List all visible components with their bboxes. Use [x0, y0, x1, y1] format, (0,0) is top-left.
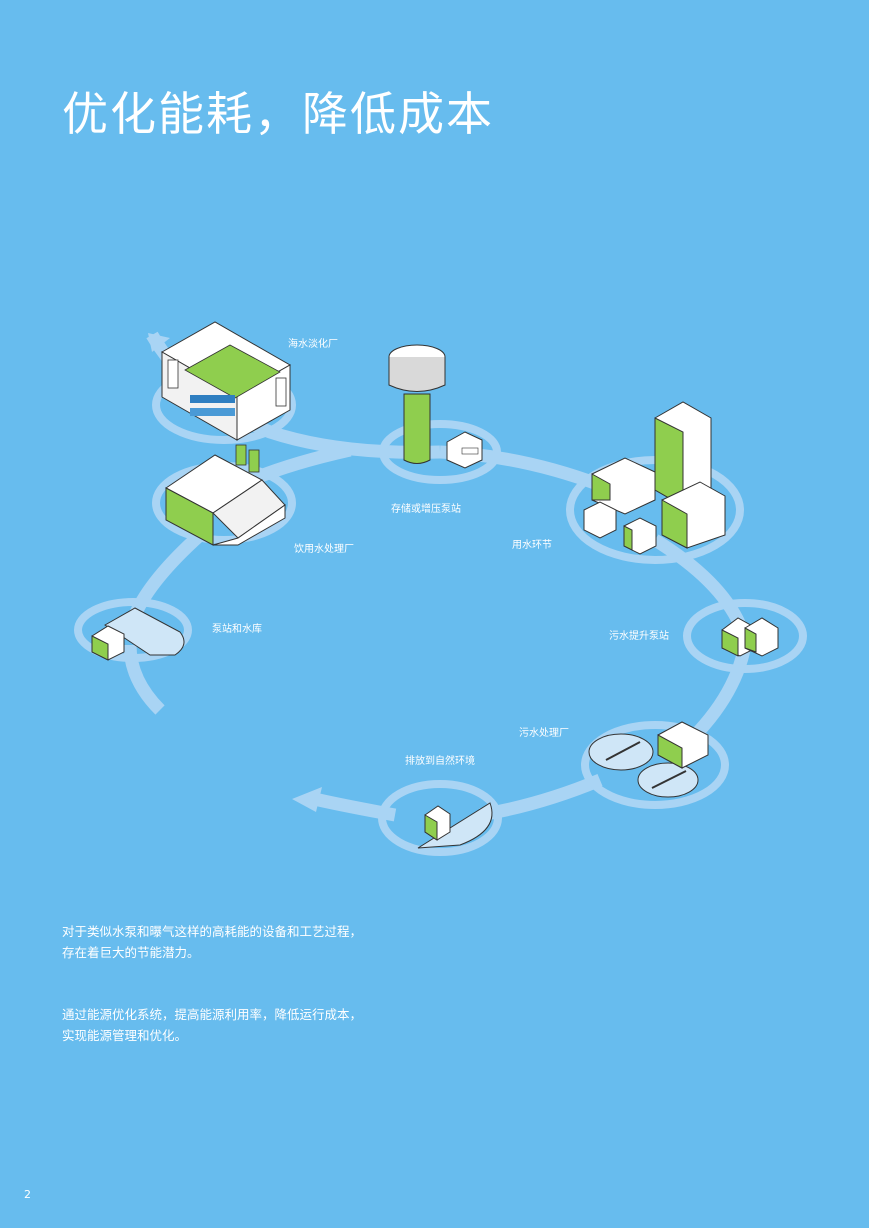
label-discharge: 排放到自然环境	[405, 754, 475, 767]
paragraph-energy-potential: 对于类似水泵和曝气这样的高耗能的设备和工艺过程，存在着巨大的节能潜力。	[62, 924, 363, 960]
label-sewage-treatment: 污水处理厂	[519, 727, 569, 739]
paragraph-energy-optimization: 通过能源优化系统，提高能源利用率，降低运行成本，实现能源管理和优化。	[62, 1007, 363, 1043]
label-sewage-lift: 污水提升泵站	[609, 629, 669, 642]
city-buildings-icon	[583, 401, 726, 555]
label-desalination: 海水淡化厂	[288, 337, 338, 350]
discharge-outlet-icon	[417, 802, 493, 849]
label-pump-reservoir: 泵站和水库	[212, 622, 262, 635]
water-cycle-diagram: 海水淡化厂 存储或增压泵站 用水环节 饮用水处理厂 泵站和水库 污水提升泵站 污…	[74, 321, 807, 856]
desalination-plant-icon	[160, 321, 292, 441]
drinking-water-plant-icon	[165, 444, 286, 546]
cycle-arrowhead	[292, 787, 322, 812]
sewage-treatment-plant-icon	[588, 721, 709, 798]
label-usage: 用水环节	[512, 539, 552, 551]
pump-reservoir-icon	[91, 607, 185, 661]
water-tower-icon	[388, 344, 483, 469]
label-drinking-water: 饮用水处理厂	[294, 542, 354, 555]
sewage-lift-station-icon	[721, 617, 779, 657]
cycle-arrowhead	[148, 333, 170, 352]
label-storage: 存储或增压泵站	[391, 502, 461, 515]
page-title: 优化能耗，降低成本	[62, 87, 494, 141]
page-number: 2	[24, 1188, 31, 1201]
